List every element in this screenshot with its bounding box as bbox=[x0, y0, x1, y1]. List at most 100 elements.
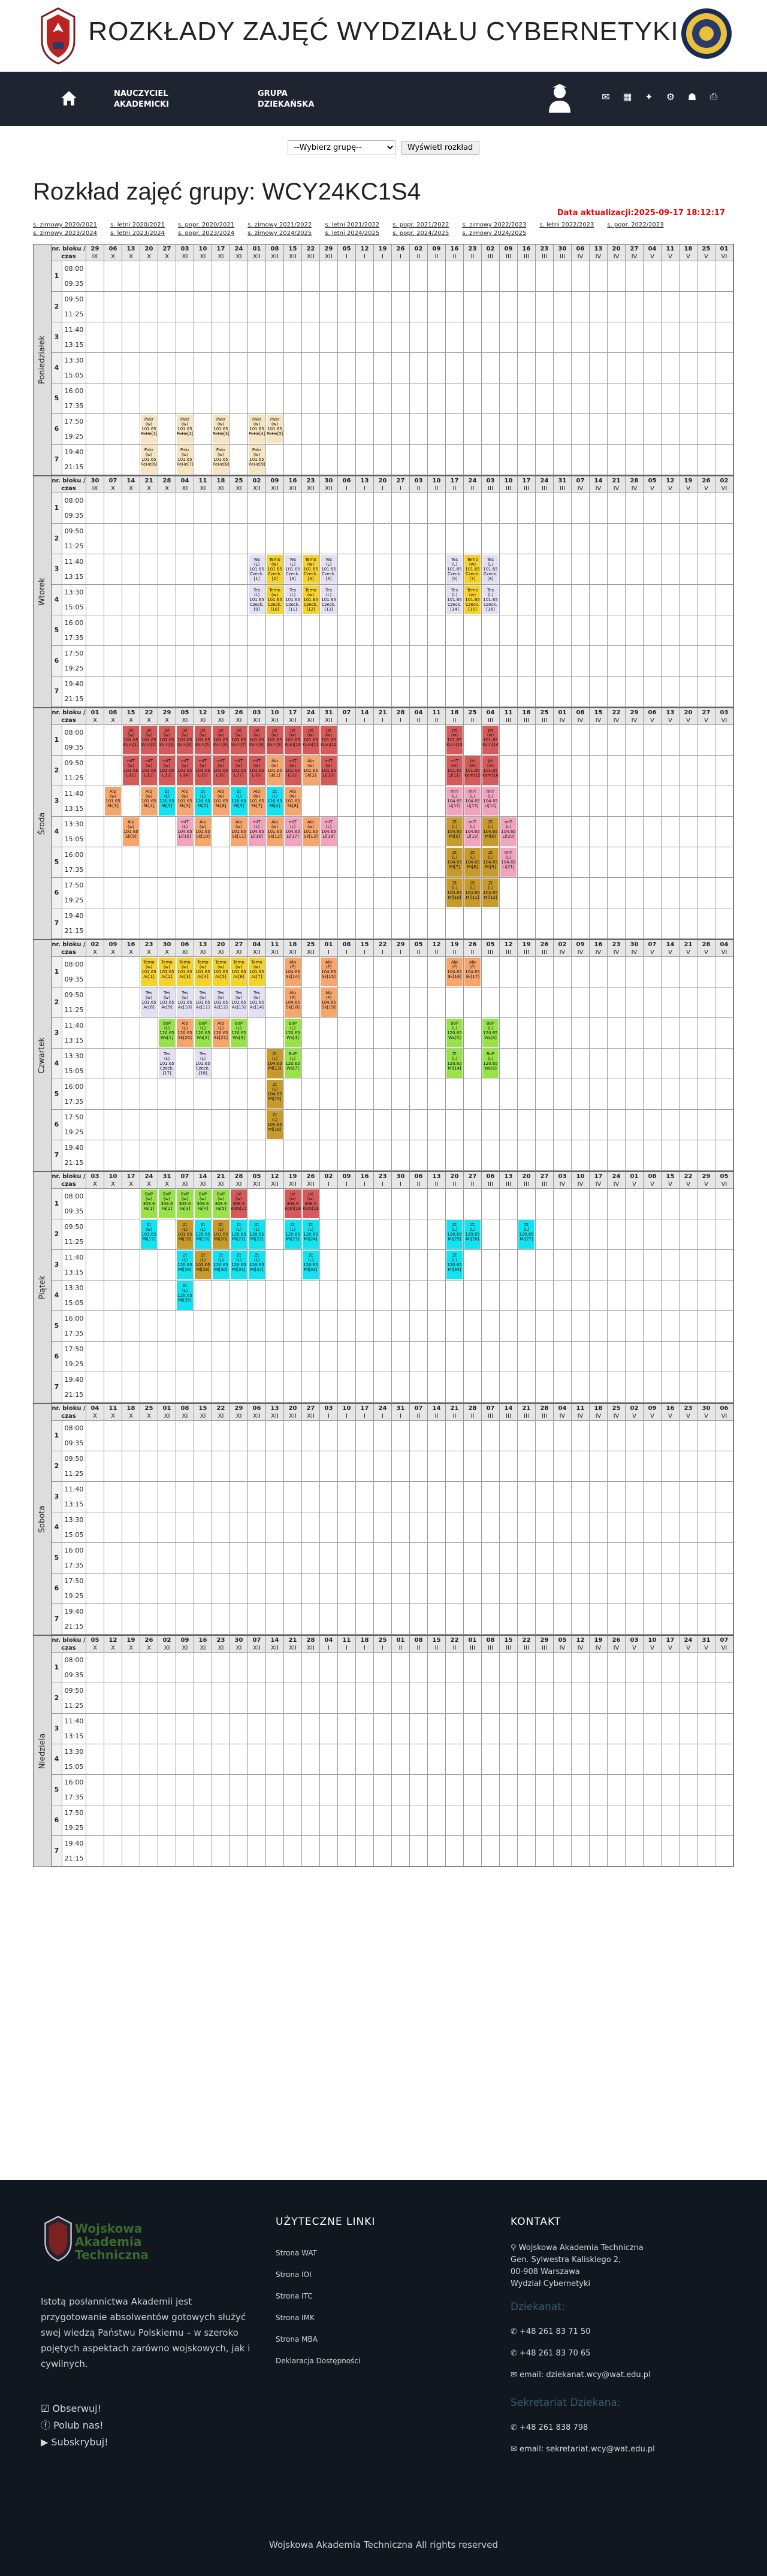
class-entry[interactable]: Alp (w) 101.65 Sk[12] bbox=[267, 817, 283, 846]
mail-icon[interactable]: ✉ bbox=[602, 90, 610, 102]
class-entry[interactable]: Alp (w) 101.65 Sk[8] bbox=[285, 787, 301, 816]
class-entry[interactable]: Pakr (w) 101.65 PeHe[1] bbox=[141, 415, 157, 443]
timetable-cell[interactable]: Zt (L) 120.65 Mi[30] bbox=[212, 1250, 230, 1281]
semester-link[interactable]: s. popr. 2020/2021 bbox=[177, 222, 235, 228]
class-entry[interactable]: Pakr (w) 101.65 PeHe[4] bbox=[249, 415, 265, 443]
timetable-cell[interactable]: mIT (w) 101.65 Li[3] bbox=[158, 756, 176, 786]
class-entry[interactable]: Pakr (w) 101.65 PeHe[3] bbox=[213, 415, 229, 443]
class-entry[interactable]: Tes (L) 101.65 Czeck.[13] bbox=[321, 585, 337, 614]
class-entry[interactable]: Alp (P) 104.65 Sk[15] bbox=[321, 958, 337, 986]
timetable-cell[interactable]: Temo (w) 101.65 Czeck.[15] bbox=[464, 585, 482, 615]
timetable-cell[interactable]: Alp (L) 120.65 Sk[21] bbox=[212, 1018, 230, 1049]
class-entry[interactable]: Temo (w) 101.65 Czeck.[7] bbox=[464, 555, 481, 584]
semester-link[interactable]: s. zimowy 2022/2023 bbox=[462, 222, 527, 228]
email-line[interactable]: ✉ email: dziekanat.wcy@wat.edu.pl bbox=[511, 2370, 651, 2379]
timetable-cell[interactable]: Alp (P) 104.65 Sk[19] bbox=[320, 987, 338, 1018]
class-entry[interactable]: Tes (L) 101.65 Czeck.[3] bbox=[285, 555, 301, 584]
class-entry[interactable]: Alp (L) 120.65 Sk[20] bbox=[177, 1019, 193, 1047]
timetable-cell[interactable]: Tes (w) 101.65 Ac[14] bbox=[248, 987, 266, 1018]
timetable-cell[interactable]: Zt (L) 120.65 Mi[26] bbox=[464, 1219, 482, 1250]
class-entry[interactable]: Tes (L) 101.65 Czeck.[8] bbox=[482, 555, 499, 584]
timetable-cell[interactable]: mIT (w) 101.65 Li[8] bbox=[248, 756, 266, 786]
timetable-cell[interactable]: Zt (L) 120.65 Mi[28] bbox=[176, 1250, 194, 1281]
timetable-cell[interactable]: Alp (P) 104.65 Sk[16] bbox=[446, 957, 464, 987]
class-entry[interactable]: mIT (w) 101.65 Li[4] bbox=[177, 756, 193, 785]
semester-link[interactable]: s. letni 2022/2023 bbox=[539, 222, 594, 228]
class-entry[interactable]: Alp (w) 101.65 Sk[5] bbox=[177, 787, 193, 816]
timetable-cell[interactable]: Alp (w) 101.65 Sk[4] bbox=[140, 786, 158, 817]
timetable-cell[interactable]: BoP (w) 308.6 Fa[5] bbox=[212, 1189, 230, 1219]
class-entry[interactable]: Zt (L) 120.65 Mi[23] bbox=[285, 1220, 301, 1249]
class-entry[interactable]: mIT (w) 101.65 Li[8] bbox=[249, 756, 265, 785]
class-entry[interactable]: Zt (L) 120.65 Mi[25] bbox=[446, 1220, 463, 1249]
class-entry[interactable]: Tes (w) 101.65 Ac[11] bbox=[195, 988, 211, 1017]
class-entry[interactable]: Jst (w) 101.65 Kom[16] bbox=[482, 756, 499, 785]
semester-link[interactable]: s. zimowy 2021/2022 bbox=[247, 222, 312, 228]
timetable-cell[interactable]: mIT (L) 104.65 Li[16] bbox=[248, 817, 266, 847]
class-entry[interactable]: mIT (w) 101.65 Li[5] bbox=[195, 756, 211, 785]
class-entry[interactable]: Tes (w) 101.65 Ac[12] bbox=[213, 988, 229, 1017]
timetable-cell[interactable]: Tes (L) 101.65 Czeck.[14] bbox=[446, 585, 464, 615]
class-entry[interactable]: Jst (w) 101.65 Kom[15] bbox=[464, 756, 481, 785]
class-entry[interactable]: BoP (w) 308.6 Fa[2] bbox=[159, 1189, 175, 1218]
timetable-cell[interactable]: mIT (L) 104.65 Li[21] bbox=[500, 847, 518, 878]
timetable-cell[interactable]: Tes (L) 101.65 Czeck.[1] bbox=[248, 554, 266, 585]
timetable-cell[interactable]: Zt (L) 120.65 Mi[1] bbox=[158, 786, 176, 817]
timetable-cell[interactable]: Alp (w) 101.65 Sk[3] bbox=[104, 786, 122, 817]
class-entry[interactable]: Temo (w) 101.65 Czeck.[2] bbox=[267, 555, 283, 584]
timetable-cell[interactable]: Zt (L) 120.65 Mi[31] bbox=[230, 1250, 248, 1281]
timetable-cell[interactable]: Zt (L) 120.65 Mi[3] bbox=[230, 786, 248, 817]
timetable-cell[interactable]: Zt (L) 120.65 Mi[32] bbox=[248, 1250, 266, 1281]
class-entry[interactable]: BoP (L) 120.65 Wa[3] bbox=[231, 1019, 247, 1047]
timetable-cell[interactable]: Zt (L) 101.65 Mi[29] bbox=[194, 1250, 212, 1281]
timetable-cell[interactable]: Jst (w) 101.65 Kom[16] bbox=[482, 756, 500, 786]
timetable-cell[interactable]: Tes (w) 101.65 Ac[8] bbox=[140, 987, 158, 1018]
class-entry[interactable]: Alp (P) 104.65 Sk[17] bbox=[464, 958, 481, 986]
timetable-cell[interactable]: mIT (w) 101.65 Li[10] bbox=[320, 756, 338, 786]
timetable-cell[interactable]: Temo (w) 101.65 Ac[3] bbox=[176, 957, 194, 987]
class-entry[interactable]: Jst (w) 101.65 Kom[6] bbox=[213, 726, 229, 754]
class-entry[interactable]: Zt (L) 104.65 Mi[7] bbox=[446, 848, 463, 877]
nav-teacher[interactable]: NAUCZYCIEL AKADEMICKI bbox=[114, 89, 170, 109]
timetable-cell[interactable]: Pakr (w) 101.65 PeHe[6] bbox=[140, 445, 158, 475]
class-entry[interactable]: mIT (L) 104.65 Li[20] bbox=[500, 817, 517, 846]
timetable-cell[interactable]: Zt (L) 101.65 Mi[18] bbox=[176, 1219, 194, 1250]
timetable-cell[interactable]: BoP (L) 120.65 Wa[7] bbox=[284, 1049, 302, 1079]
timetable-cell[interactable]: Jst (w) 101.65 Kom[4] bbox=[176, 725, 194, 756]
timetable-cell[interactable]: Alp (w) 101.65 Sk[10] bbox=[194, 817, 212, 847]
class-entry[interactable]: Tes (L) 101.65 Czeck.[16] bbox=[482, 585, 499, 614]
timetable-cell[interactable]: Zt (L) 104.65 Mi[16] bbox=[266, 1110, 284, 1140]
timetable-cell[interactable]: Zt (L) 104.65 Mi[12] bbox=[482, 878, 500, 908]
link-ioi[interactable]: Strona IOI bbox=[276, 2270, 312, 2279]
class-entry[interactable]: Temo (w) 101.65 Ac[5] bbox=[213, 958, 229, 986]
timetable-cell[interactable]: Alp (w) 101.65 Sk[5] bbox=[176, 786, 194, 817]
timetable-cell[interactable]: mIT (w) 101.65 Li[4] bbox=[176, 756, 194, 786]
class-entry[interactable]: BoP (L) 120.65 Wa[7] bbox=[285, 1049, 301, 1078]
home-icon[interactable] bbox=[60, 90, 78, 107]
class-entry[interactable]: BoP (L) 120.65 Wa[8] bbox=[482, 1049, 499, 1078]
timetable-cell[interactable]: Temo (w) 101.65 Czeck.[2] bbox=[266, 554, 284, 585]
class-entry[interactable]: Zt (L) 120.65 Mi[21] bbox=[231, 1220, 247, 1249]
class-entry[interactable]: mIT (w) 101.65 Li[3] bbox=[159, 756, 175, 785]
class-entry[interactable]: Zt (L) 120.65 Mi[26] bbox=[464, 1220, 481, 1249]
class-entry[interactable]: mIT (L) 104.65 Li[15] bbox=[177, 817, 193, 846]
timetable-cell[interactable]: Alp (P) 104.65 Sk[15] bbox=[320, 957, 338, 987]
class-entry[interactable]: Temo (w) 101.65 Ac[1] bbox=[141, 958, 157, 986]
class-entry[interactable]: Zt (L) 104.65 Mi[8] bbox=[464, 848, 481, 877]
class-entry[interactable]: Tes (w) 101.65 Ac[9] bbox=[159, 988, 175, 1017]
class-entry[interactable]: Zt (L) 104.65 Mi[13] bbox=[267, 1049, 283, 1078]
timetable-cell[interactable]: Zt (L) 104.65 Mi[7] bbox=[446, 847, 464, 878]
timetable-cell[interactable]: Tes (w) 101.65 Ac[13] bbox=[230, 987, 248, 1018]
class-entry[interactable]: Jst (w) 308.6 Kom[17] bbox=[231, 1189, 247, 1218]
timetable-cell[interactable]: mIT (L) 104.65 Li[20] bbox=[500, 817, 518, 847]
timetable-cell[interactable]: Zt (L) 104.65 Mi[6] bbox=[482, 817, 500, 847]
timetable-cell[interactable]: Tes (L) 101.65 Czeck.[11] bbox=[284, 585, 302, 615]
class-entry[interactable]: mIT (L) 104.65 Li[16] bbox=[249, 817, 265, 846]
class-entry[interactable]: Zt (L) 104.65 Mi[15] bbox=[267, 1080, 283, 1109]
class-entry[interactable]: BoP (w) 308.6 Fa[4] bbox=[195, 1189, 211, 1218]
class-entry[interactable]: Alp (w) 101.65 Sk[2] bbox=[303, 756, 319, 785]
timetable-cell[interactable]: Alp (w) 101.65 Sk[13] bbox=[302, 817, 320, 847]
class-entry[interactable]: Tes (w) 101.65 Ac[14] bbox=[249, 988, 265, 1017]
user-avatar-icon[interactable] bbox=[546, 84, 573, 114]
timetable-cell[interactable]: Alp (L) 120.65 Sk[20] bbox=[176, 1018, 194, 1049]
